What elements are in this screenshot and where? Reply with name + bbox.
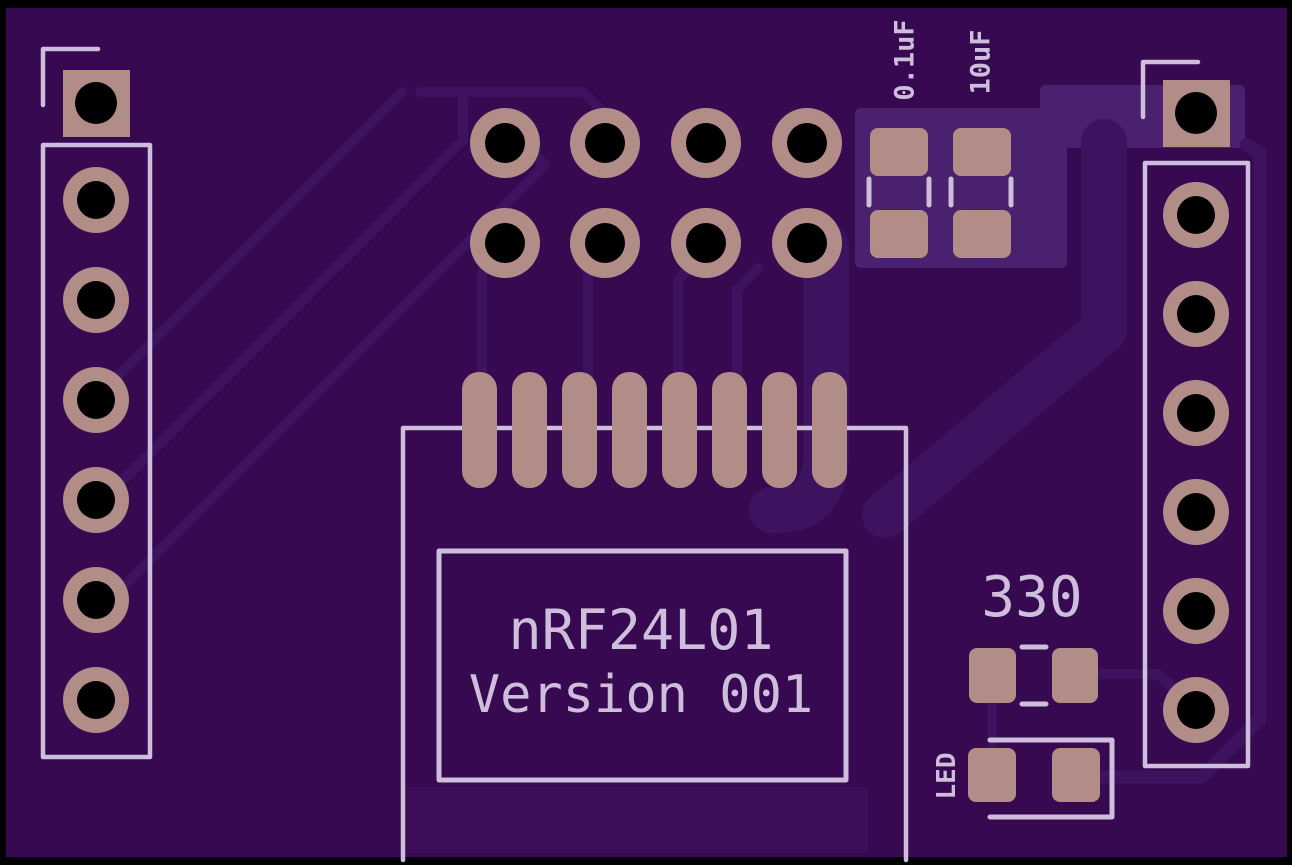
trace-diagonal-1 [91,87,407,403]
drill-hole-layer [75,82,1217,729]
led-outline [987,737,1115,820]
silkscreen-text-layer: nRF24L01 Version 001 330 0.1uF 10uF LED [469,19,1083,799]
led-reference-label: LED [932,753,962,800]
resistor-pads [969,648,1098,703]
module-version-label: Version 001 [469,665,813,725]
module-name-label: nRF24L01 [509,598,774,662]
silkscreen-layer [40,46,1251,863]
trace-socket-pad6 [732,263,763,383]
trace-led-to-pour [1091,138,1267,784]
pin1-corner-marker-right [1140,59,1201,120]
pin1-corner-marker-left [40,46,101,108]
led-pads [968,748,1100,802]
module-outline [400,425,909,863]
module-smd-pads [462,372,847,488]
right-header-outline [1142,160,1251,769]
capacitor1-value-label: 0.1uF [890,19,921,100]
trace-diagonal-2 [91,135,468,512]
capacitor2-value-label: 10uF [966,29,997,94]
left-header-outline [40,142,153,760]
resistor-value-label: 330 [981,565,1082,630]
capacitor-pads [870,128,1011,258]
label-box-outline [436,548,849,783]
wide-trace-diagonal [862,119,1127,538]
module-area-pour [406,787,868,853]
